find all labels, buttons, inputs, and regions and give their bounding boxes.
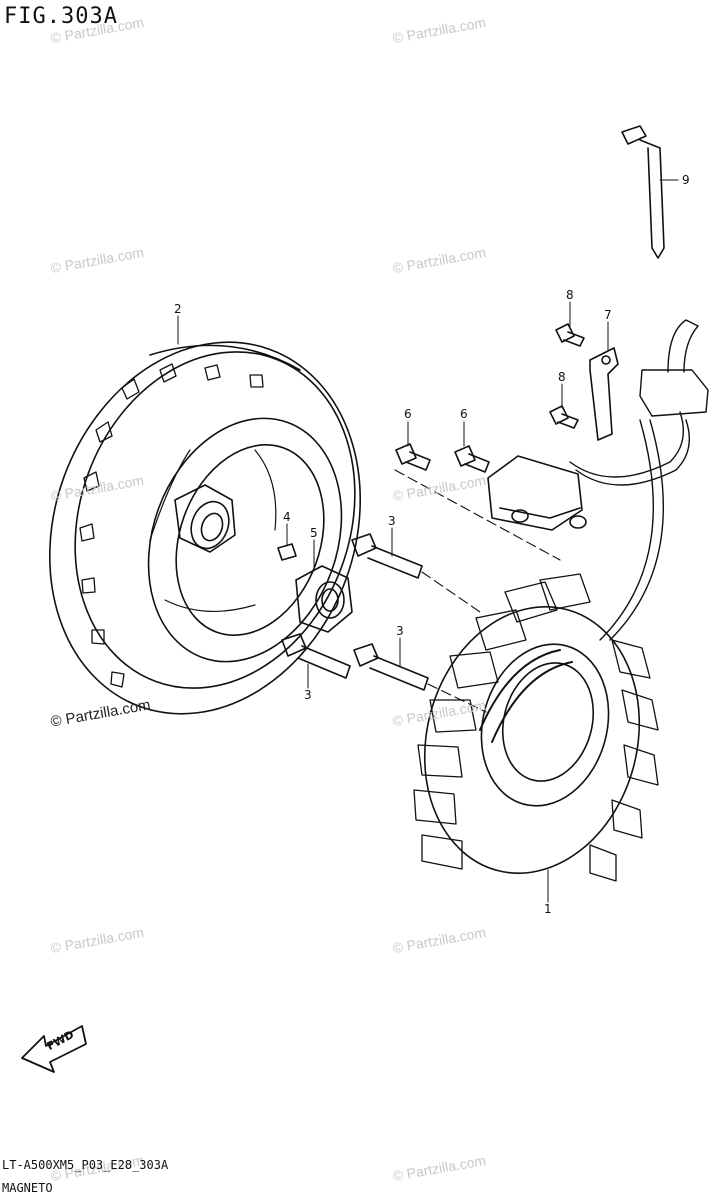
fwd-arrow (21, 1025, 87, 1073)
callout-1: 1 (544, 902, 552, 916)
diagram-code: LT-A500XM5_P03_E28_303A (2, 1158, 169, 1172)
callout-3c: 3 (304, 688, 312, 702)
wire-clamp (589, 347, 619, 441)
callout-4: 4 (283, 510, 291, 524)
flywheel-rotor (48, 341, 362, 715)
callout-8a: 8 (566, 288, 574, 302)
callout-3a: 3 (388, 514, 396, 528)
pulser-coil (487, 455, 587, 531)
rotor-nut (295, 565, 353, 633)
callout-9: 9 (682, 173, 690, 187)
stator-assembly (413, 573, 659, 882)
diagram-name: MAGNETO (2, 1181, 53, 1195)
pulser-bolts (395, 443, 490, 473)
figure-title: FIG.303A (4, 4, 118, 29)
callout-6a: 6 (404, 407, 412, 421)
cable-tie (621, 125, 665, 259)
callout-8b: 8 (558, 370, 566, 384)
clamp-screws (549, 323, 585, 429)
leader-lines (177, 179, 679, 903)
callout-2: 2 (174, 302, 182, 316)
callout-7: 7 (604, 308, 612, 322)
stator-bolts (281, 533, 429, 691)
callout-3b: 3 (396, 624, 404, 638)
wire-harness (569, 319, 709, 641)
callout-5: 5 (310, 526, 318, 540)
callout-6b: 6 (460, 407, 468, 421)
